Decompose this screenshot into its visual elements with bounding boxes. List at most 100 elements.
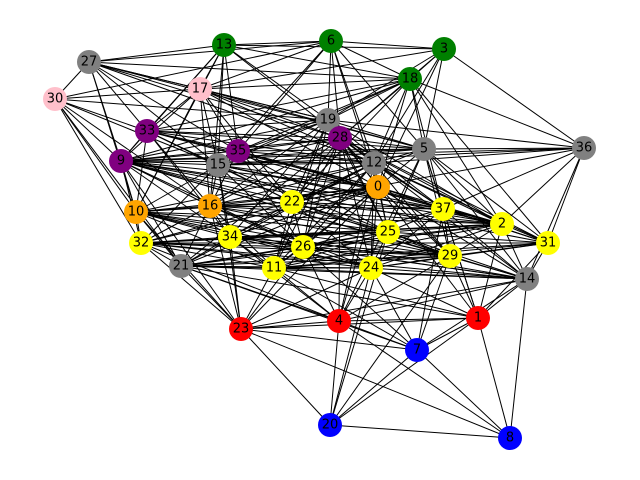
edge-13-27 <box>88 44 225 63</box>
edge-27-15 <box>88 61 219 166</box>
edge-4-29 <box>338 255 451 322</box>
node-circle <box>362 151 386 175</box>
edge-10-25 <box>135 211 389 233</box>
edge-24-2 <box>370 223 503 269</box>
node-label: 17 <box>192 82 209 97</box>
edge-5-3 <box>423 48 445 150</box>
edge-12-21 <box>180 162 375 267</box>
edge-30-19 <box>54 98 329 121</box>
edge-11-25 <box>273 231 389 269</box>
edge-28-16 <box>209 137 341 207</box>
edge-33-28 <box>146 130 341 139</box>
node-label: 6 <box>327 34 335 49</box>
edge-23-32 <box>140 242 242 330</box>
edge-8-7 <box>416 349 511 439</box>
node-4: 4 <box>327 309 351 333</box>
edge-30-33 <box>54 98 148 132</box>
node-circle <box>206 153 230 177</box>
node-3: 3 <box>432 37 456 61</box>
edge-1-24 <box>370 267 479 319</box>
node-21: 21 <box>169 254 193 278</box>
node-label: 26 <box>295 240 312 255</box>
edge-23-14 <box>240 278 528 330</box>
node-circle <box>490 212 514 236</box>
node-label: 16 <box>202 199 219 214</box>
edge-28-24 <box>339 137 372 269</box>
edge-5-25 <box>387 148 425 233</box>
node-circle <box>359 256 383 280</box>
edge-14-0 <box>377 186 528 280</box>
node-label: 9 <box>117 154 125 169</box>
node-14: 14 <box>515 267 539 291</box>
node-31: 31 <box>536 231 560 255</box>
edge-15-22 <box>217 164 293 203</box>
node-circle <box>412 137 436 161</box>
edge-22-24 <box>291 201 372 269</box>
edge-26-2 <box>302 223 503 248</box>
edge-18-13 <box>223 44 411 80</box>
edge-32-22 <box>140 201 293 244</box>
edge-16-24 <box>209 205 372 269</box>
node-1: 1 <box>466 306 490 330</box>
node-circle <box>376 220 400 244</box>
edge-23-24 <box>240 267 372 330</box>
node-37: 37 <box>431 197 455 221</box>
edge-23-4 <box>240 320 340 330</box>
edge-18-17 <box>199 78 411 90</box>
node-label: 1 <box>474 311 482 326</box>
node-label: 24 <box>363 261 380 276</box>
edge-33-34 <box>146 130 231 238</box>
edge-8-20 <box>329 424 511 439</box>
node-label: 23 <box>233 322 250 337</box>
node-22: 22 <box>280 190 304 214</box>
node-circle <box>218 225 242 249</box>
edge-6-12 <box>330 40 375 164</box>
node-29: 29 <box>438 244 462 268</box>
edge-20-1 <box>329 317 479 426</box>
node-label: 25 <box>380 225 397 240</box>
node-circle <box>77 50 101 74</box>
edge-3-17 <box>199 48 445 90</box>
node-label: 7 <box>413 343 421 358</box>
node-label: 4 <box>335 314 343 329</box>
edge-18-12 <box>373 78 411 164</box>
edge-1-11 <box>273 267 479 319</box>
edge-1-31 <box>477 242 549 319</box>
edge-17-10 <box>135 88 201 213</box>
node-label: 10 <box>128 205 145 220</box>
edge-16-32 <box>140 205 211 244</box>
node-35: 35 <box>226 139 250 163</box>
edge-26-29 <box>302 246 451 257</box>
edge-0-21 <box>180 186 379 267</box>
edge-9-19 <box>120 119 329 162</box>
node-5: 5 <box>412 137 436 161</box>
node-34: 34 <box>218 225 242 249</box>
edge-8-1 <box>477 317 511 439</box>
node-circle <box>129 231 153 255</box>
edge-17-9 <box>120 88 201 162</box>
edge-5-33 <box>146 130 425 150</box>
node-circle <box>316 108 340 132</box>
edge-11-31 <box>273 242 549 269</box>
edge-23-1 <box>240 317 479 330</box>
node-label: 22 <box>284 195 301 210</box>
edge-20-23 <box>240 328 331 426</box>
edge-4-14 <box>338 278 528 322</box>
node-label: 19 <box>320 113 337 128</box>
edge-17-0 <box>199 88 379 188</box>
edge-21-31 <box>180 242 549 267</box>
node-label: 31 <box>540 236 557 251</box>
edge-2-5 <box>423 148 503 225</box>
node-26: 26 <box>291 235 315 259</box>
edge-8-4 <box>338 320 511 439</box>
node-circle <box>229 317 253 341</box>
node-label: 28 <box>332 131 349 146</box>
node-circle <box>466 306 490 330</box>
edge-8-23 <box>240 328 511 439</box>
edge-2-36 <box>501 147 585 225</box>
node-label: 2 <box>498 217 506 232</box>
edge-34-2 <box>229 223 503 238</box>
node-circle <box>262 256 286 280</box>
edge-16-25 <box>209 205 389 233</box>
node-layer: 0123456789101112131415161718192021222324… <box>43 29 596 450</box>
